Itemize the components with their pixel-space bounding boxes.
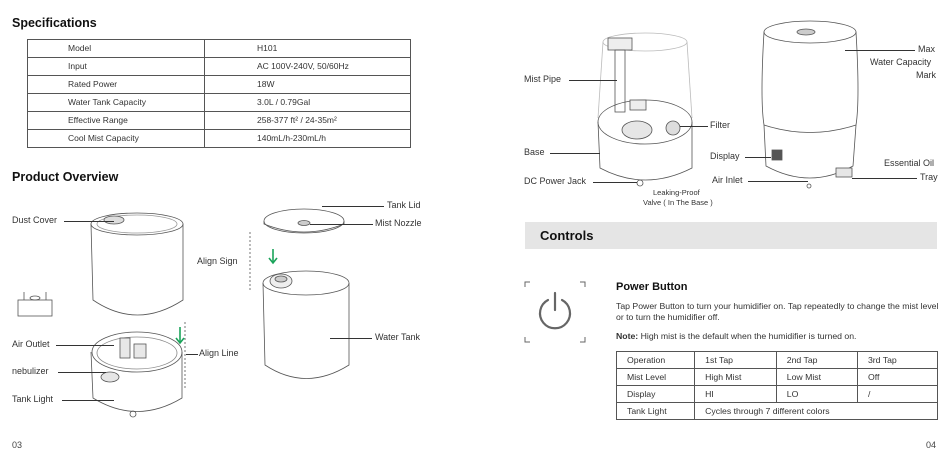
max-leader (845, 50, 915, 51)
controls-table-cell: Tank Light (615, 402, 696, 420)
controls-table-cell: Low Mist (775, 368, 858, 386)
tank-lid-leader (322, 206, 384, 207)
tank-lid-label: Tank Lid (387, 200, 421, 210)
power-button-title: Power Button (616, 281, 688, 293)
essential-oil-leader (852, 178, 917, 179)
controls-table-cell: Operation (615, 351, 696, 369)
controls-table-cell: / (856, 385, 939, 403)
base-leader (550, 153, 600, 154)
controls-table-cell: HI (694, 385, 777, 403)
controls-heading: Controls (540, 228, 594, 243)
display-label: Display (710, 151, 740, 161)
tank-light-label: Tank Light (12, 394, 54, 404)
controls-table-cell: High Mist (694, 368, 777, 386)
product-overview-heading: Product Overview (12, 170, 119, 184)
align-line-label: Align Line (199, 348, 239, 358)
base-label: Base (524, 147, 545, 157)
controls-table-cell: Mist Level (615, 368, 696, 386)
spec-value-cell: 3.0L / 0.79Gal (204, 93, 411, 112)
controls-table-cell: 2nd Tap (775, 351, 858, 369)
essential-oil-label-line1: Essential Oil (884, 158, 935, 168)
leaking-proof-label-line1: Leaking-Proof (653, 188, 700, 197)
spec-value-cell: AC 100V-240V, 50/60Hz (204, 57, 411, 76)
max-label-line3: Mark (916, 70, 936, 80)
page-number-right: 04 (926, 440, 937, 450)
dust-cover-label: Dust Cover (12, 215, 58, 225)
spec-value-cell: 258-377 ft² / 24-35m² (204, 111, 411, 130)
max-label-line2: Water Capacity (870, 57, 932, 67)
spec-label-cell: Effective Range (27, 111, 205, 130)
spec-label-cell: Input (27, 57, 205, 76)
max-label-line1: Max (918, 44, 936, 54)
filter-label: Filter (710, 120, 730, 130)
dust-cover-leader (64, 221, 114, 222)
controls-table-cell: Cycles through 7 different colors (694, 402, 938, 420)
spec-value-cell: H101 (204, 39, 411, 58)
mist-pipe-leader (569, 80, 617, 81)
spec-label-cell: Water Tank Capacity (27, 93, 205, 112)
mist-nozzle-leader (310, 224, 373, 225)
align-line-leader (186, 354, 198, 355)
spec-value-cell: 140mL/h-230mL/h (204, 129, 411, 148)
spec-label-cell: Model (27, 39, 205, 58)
spec-label-cell: Cool Mist Capacity (27, 129, 205, 148)
air-outlet-leader (56, 345, 114, 346)
water-tank-leader (330, 338, 372, 339)
power-button-note: Note: High mist is the default when the … (616, 331, 941, 342)
power-button-icon (524, 281, 586, 343)
controls-table-cell: Off (856, 368, 939, 386)
controls-table-cell: LO (775, 385, 858, 403)
essential-oil-label-line2: Tray (920, 172, 938, 182)
spec-label-cell: Rated Power (27, 75, 205, 94)
water-tank-label: Water Tank (375, 332, 421, 342)
note-text: High mist is the default when the humidi… (638, 331, 857, 341)
nebulizer-leader (58, 372, 106, 373)
nebulizer-label: nebulizer (12, 366, 49, 376)
controls-table-cell: 1st Tap (694, 351, 777, 369)
mist-pipe-label: Mist Pipe (524, 74, 562, 84)
specifications-heading: Specifications (12, 16, 97, 30)
leaking-proof-label-line2: Valve ( In The Base ) (643, 198, 713, 207)
align-sign-label: Align Sign (197, 256, 238, 266)
page-number-left: 03 (12, 440, 23, 450)
tank-light-leader (62, 400, 114, 401)
air-inlet-leader (748, 181, 808, 182)
air-outlet-label: Air Outlet (12, 339, 50, 349)
mist-nozzle-label: Mist Nozzle (375, 218, 422, 228)
power-button-description: Tap Power Button to turn your humidifier… (616, 301, 939, 322)
air-inlet-label: Air Inlet (712, 175, 743, 185)
controls-table-cell: 3rd Tap (856, 351, 939, 369)
dc-power-jack-label: DC Power Jack (524, 176, 587, 186)
filter-leader (680, 126, 708, 127)
display-leader (745, 157, 771, 158)
controls-table-cell: Display (615, 385, 696, 403)
controls-header-bar: Controls (525, 222, 937, 249)
dc-power-jack-leader (593, 182, 637, 183)
spec-value-cell: 18W (204, 75, 411, 94)
note-label: Note: (616, 331, 639, 341)
